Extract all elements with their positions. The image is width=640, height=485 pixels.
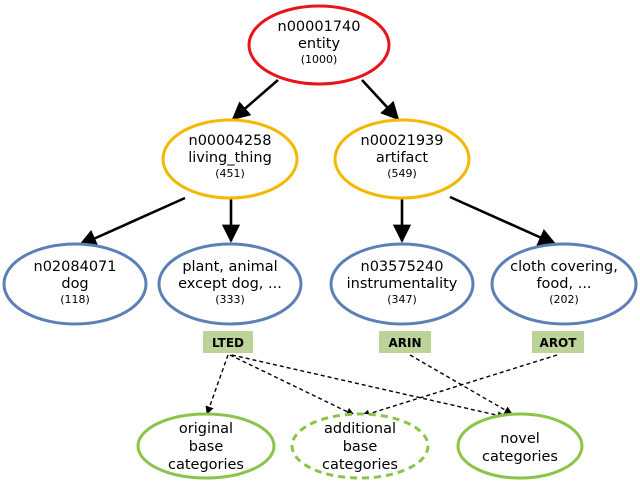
node-novel-line2: categories — [482, 449, 558, 465]
node-instrumentality-count: (347) — [387, 293, 417, 306]
node-dog-id: n02084071 — [34, 259, 117, 275]
node-additional-base-categories: additional base categories — [290, 412, 430, 480]
edge-lted-additional — [229, 354, 355, 416]
node-artifact-shape — [333, 118, 471, 200]
node-cloth-covering-line2: food, ... — [536, 276, 591, 292]
edge-lted-novel — [231, 354, 506, 420]
node-novel-categories: novel categories — [456, 412, 584, 480]
node-artifact-count: (549) — [387, 167, 417, 180]
node-dog-count: (118) — [60, 293, 90, 306]
node-cloth-covering-shape — [490, 242, 638, 326]
tag-arin-label: ARIN — [388, 336, 421, 350]
node-dog: n02084071 dog (118) — [2, 242, 148, 326]
tag-arot-label: AROT — [540, 336, 578, 350]
node-original-base-categories-shape — [136, 412, 276, 480]
node-original-line3: categories — [168, 457, 244, 473]
node-artifact-id: n00021939 — [361, 133, 444, 149]
edge-entity-living-thing — [231, 79, 279, 121]
node-entity-id: n00001740 — [278, 19, 361, 35]
node-cloth-covering-line1: cloth covering, — [510, 259, 618, 275]
tag-arot-box — [532, 331, 584, 353]
node-additional-line2: base — [343, 439, 378, 455]
tag-arin: ARIN — [379, 331, 431, 353]
node-living-thing-name: living_thing — [188, 150, 272, 166]
edge-artifact-cloth — [449, 195, 557, 246]
hierarchy-edges — [78, 79, 557, 247]
node-instrumentality-id: n03575240 — [361, 259, 444, 275]
node-dog-shape — [2, 242, 148, 326]
node-living-thing-id: n00004258 — [189, 133, 272, 149]
tag-arin-box — [379, 331, 431, 353]
node-plant-animal-count: (333) — [215, 293, 245, 306]
node-entity: n00001740 entity (1000) — [247, 4, 391, 86]
node-entity-name: entity — [298, 36, 341, 52]
tag-lted: LTED — [203, 331, 253, 353]
edge-living-thing-dog — [78, 196, 186, 247]
node-instrumentality-name: instrumentality — [347, 276, 458, 292]
node-dog-name: dog — [61, 276, 88, 292]
node-entity-count: (1000) — [301, 53, 338, 66]
node-artifact: n00021939 artifact (549) — [333, 118, 471, 200]
node-living-thing-count: (451) — [215, 167, 245, 180]
node-original-line2: base — [189, 439, 224, 455]
node-novel-categories-shape — [456, 412, 584, 480]
tag-arot: AROT — [532, 331, 584, 353]
node-instrumentality-shape — [329, 242, 475, 326]
node-entity-shape — [247, 4, 391, 86]
node-additional-line1: additional — [324, 421, 396, 437]
node-artifact-name: artifact — [376, 150, 429, 166]
tag-lted-box — [203, 331, 253, 353]
node-additional-base-categories-shape — [290, 412, 430, 480]
node-cloth-covering: cloth covering, food, ... (202) — [490, 242, 638, 326]
node-instrumentality: n03575240 instrumentality (347) — [329, 242, 475, 326]
node-original-base-categories: original base categories — [136, 412, 276, 480]
node-novel-line1: novel — [500, 431, 540, 447]
edge-arot-additional — [361, 354, 558, 418]
tag-lted-label: LTED — [212, 336, 244, 350]
node-living-thing-shape — [161, 118, 299, 200]
node-plant-animal-line1: plant, animal — [182, 259, 277, 275]
node-plant-animal-shape — [157, 242, 303, 326]
split-edges — [205, 354, 558, 420]
node-cloth-covering-count: (202) — [549, 293, 579, 306]
node-plant-animal: plant, animal except dog, ... (333) — [157, 242, 303, 326]
node-original-line1: original — [179, 421, 233, 437]
node-additional-line3: categories — [322, 457, 398, 473]
edge-lted-original — [205, 354, 229, 415]
edge-entity-artifact — [361, 79, 400, 121]
node-plant-animal-line2: except dog, ... — [178, 276, 282, 292]
node-living-thing: n00004258 living_thing (451) — [161, 118, 299, 200]
